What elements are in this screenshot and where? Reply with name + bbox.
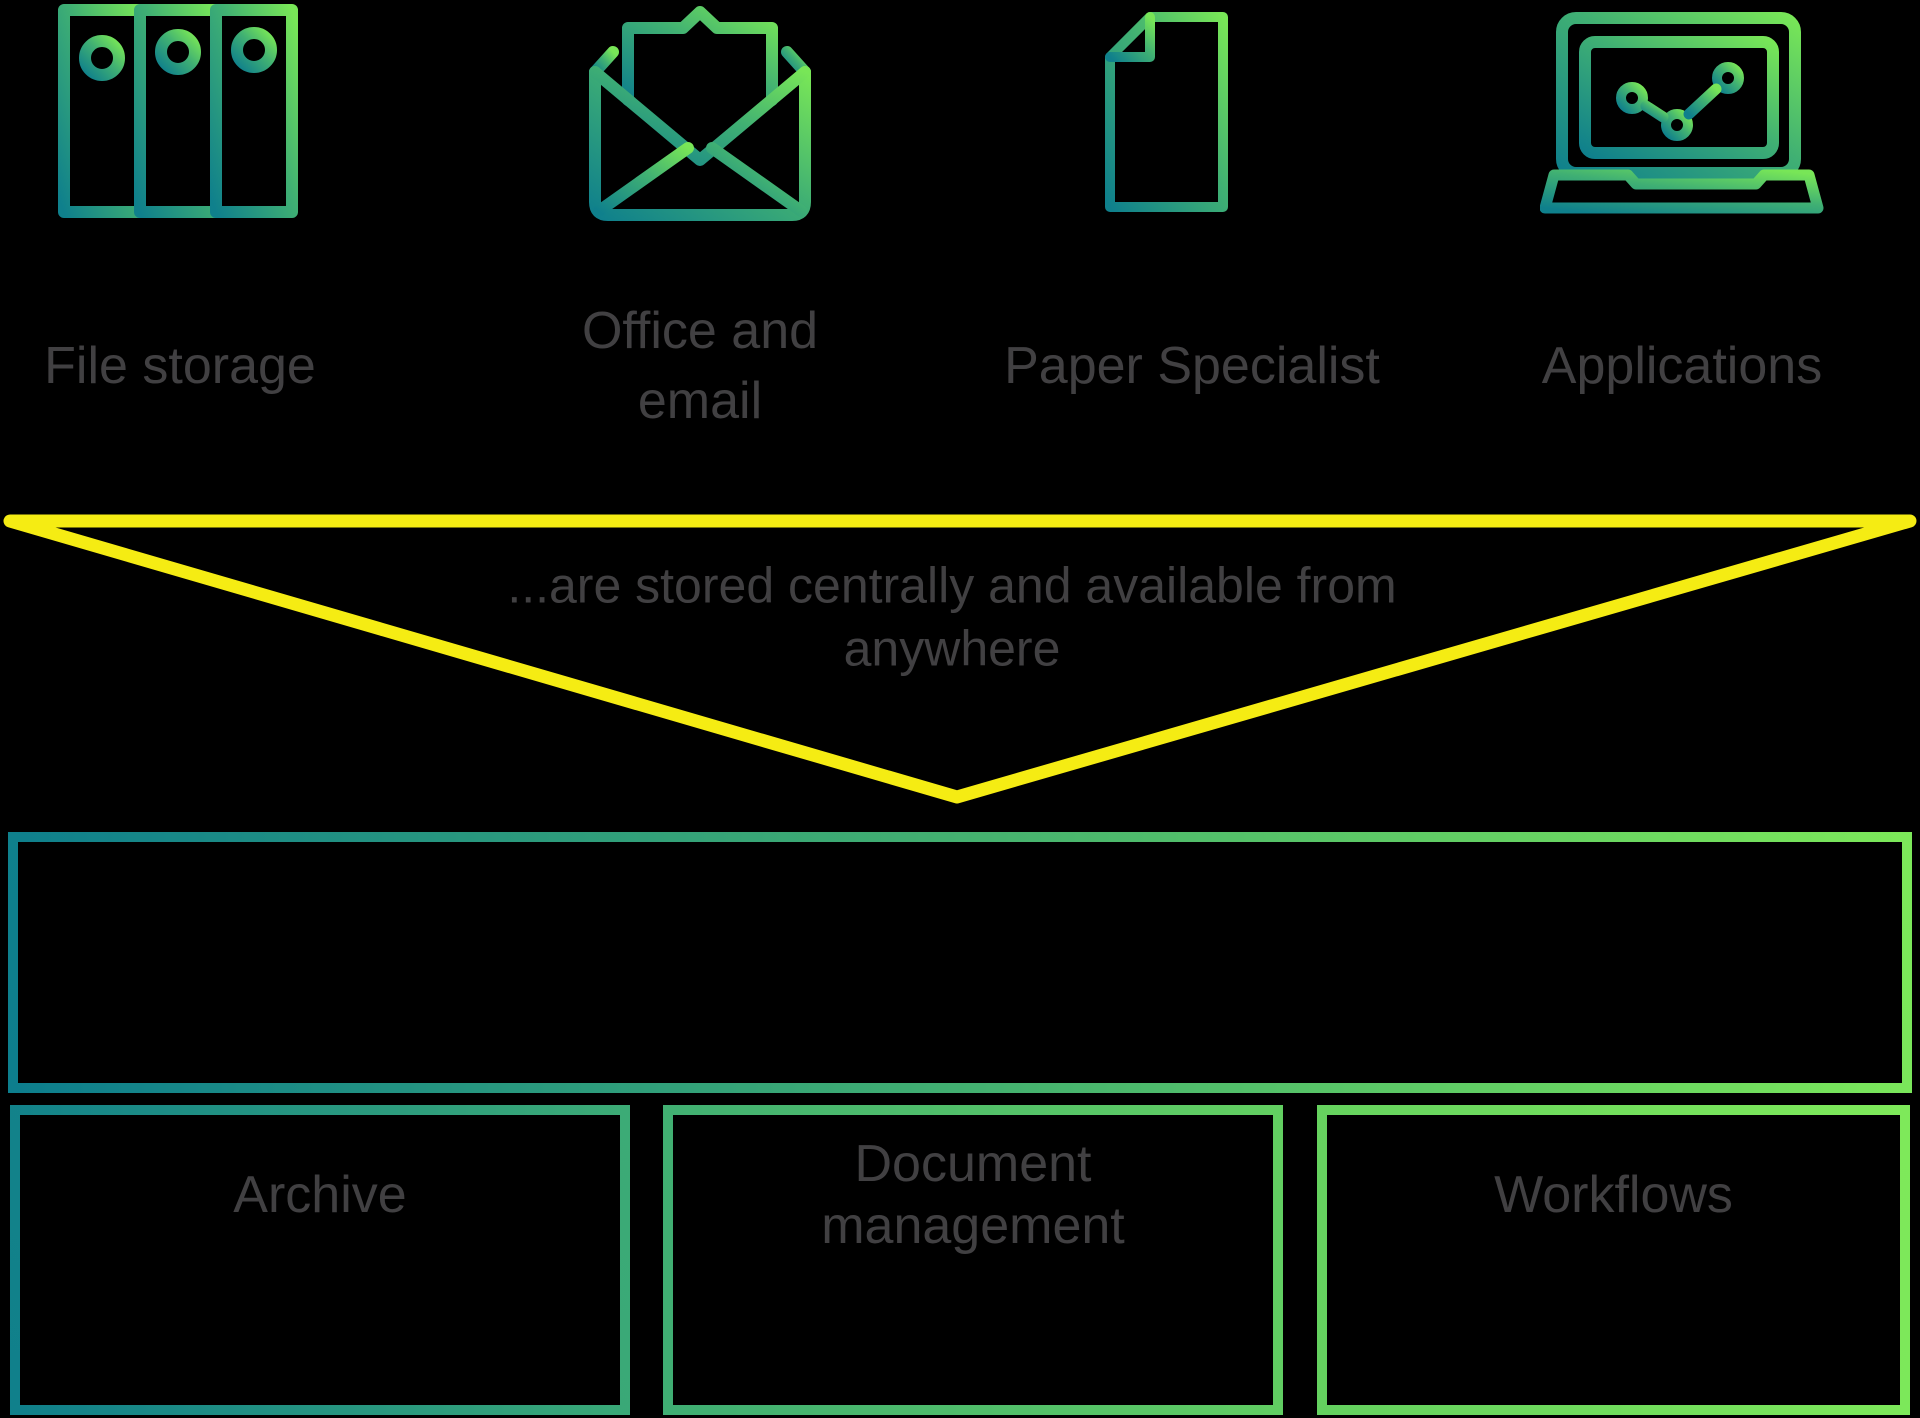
module-box-document-management: Document management xyxy=(663,1105,1283,1415)
module-label-wrap: Archive xyxy=(20,1135,620,1255)
funnel-caption: ...are stored centrally and available fr… xyxy=(507,557,1397,677)
source-label-office-and-email: Office and email xyxy=(581,301,819,430)
source-label-applications: Applications xyxy=(1541,336,1823,395)
module-label-wrap: Document management xyxy=(673,1135,1273,1255)
laptop-chart-icon xyxy=(1540,12,1824,214)
module-label-wrap: Workflows xyxy=(1327,1135,1900,1255)
module-box-archive: Archive xyxy=(10,1105,630,1415)
source-label-paper-specialist: Paper Specialist xyxy=(1004,336,1380,395)
platform-box xyxy=(8,832,1912,1093)
module-label-document-management: Document management xyxy=(821,1134,1125,1255)
open-envelope-icon xyxy=(589,6,811,221)
binders-icon xyxy=(58,4,298,218)
document-icon xyxy=(1105,12,1228,212)
module-box-workflows: Workflows xyxy=(1317,1105,1910,1415)
source-label-file-storage: File storage xyxy=(44,336,316,395)
module-label-workflows: Workflows xyxy=(1494,1165,1733,1224)
module-label-archive: Archive xyxy=(233,1165,407,1224)
